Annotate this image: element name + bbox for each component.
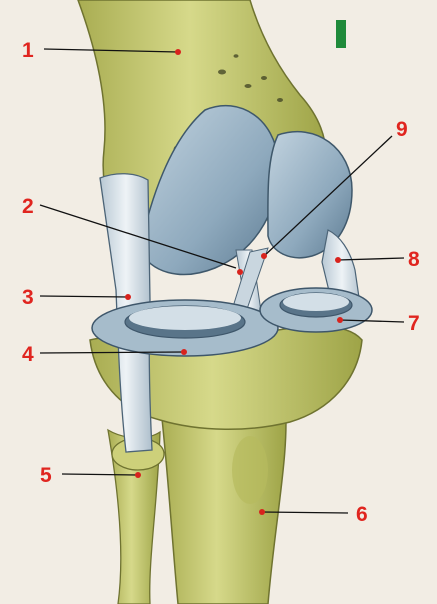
medial-meniscus [260, 288, 372, 332]
tibial-tuberosity [232, 436, 268, 504]
label-4: 4 [22, 343, 34, 366]
label-8: 8 [408, 248, 420, 271]
label-3: 3 [22, 286, 34, 309]
label-6: 6 [356, 503, 368, 526]
label-7: 7 [408, 312, 420, 335]
label-2: 2 [22, 195, 34, 218]
label-5: 5 [40, 464, 52, 487]
label-1: 1 [22, 39, 34, 62]
lateral-meniscus [92, 300, 278, 356]
label-9: 9 [396, 118, 408, 141]
